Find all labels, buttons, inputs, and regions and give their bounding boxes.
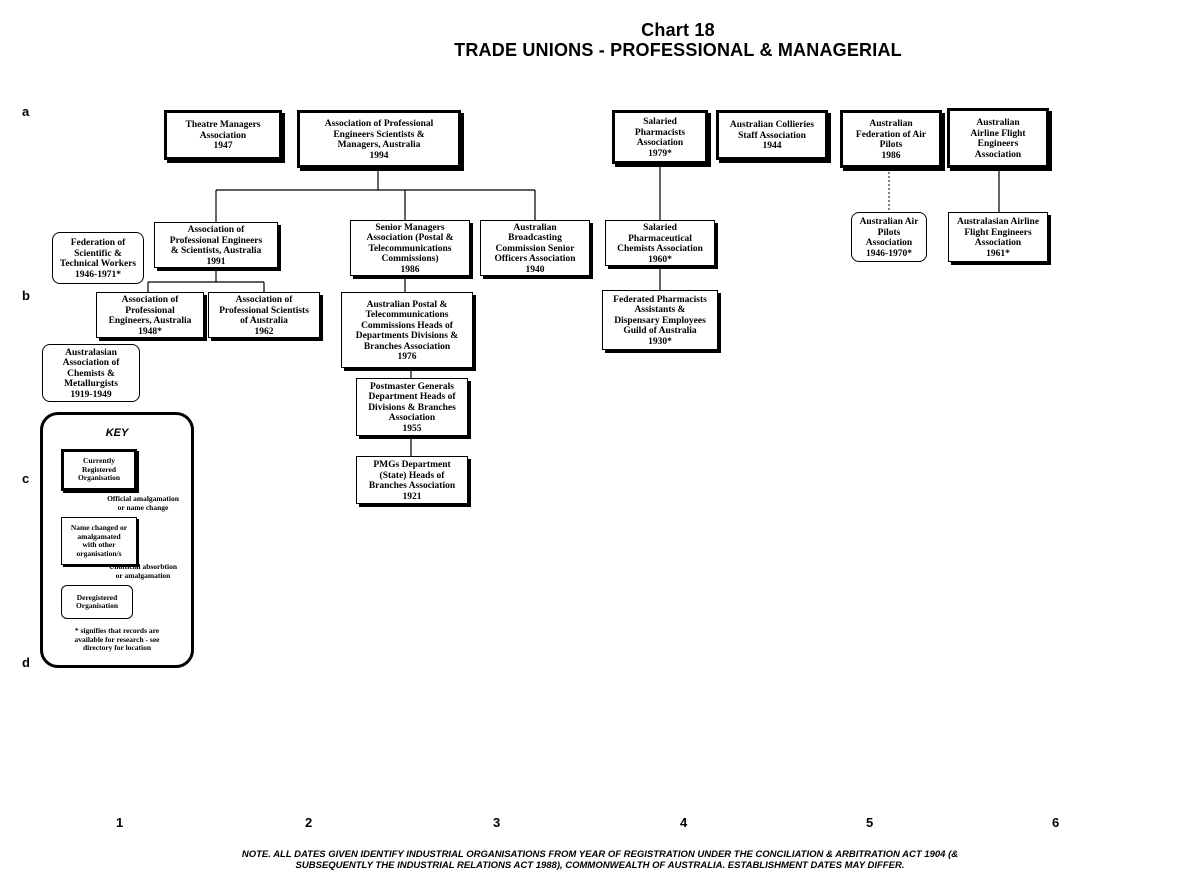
- org-year: 1986: [400, 264, 420, 275]
- org-salaried-pharm-chemists: Salaried Pharmaceutical Chemists Associa…: [605, 220, 715, 266]
- org-ape-australia: Association of Professional Engineers, A…: [96, 292, 204, 338]
- org-year: 1930*: [648, 336, 672, 347]
- org-name: Australian Federation of Air Pilots: [855, 119, 927, 150]
- org-name: Australian Broadcasting Commission Senio…: [494, 222, 576, 265]
- org-apes-australia: Association of Professional Engineers & …: [154, 222, 278, 268]
- org-name: Federated Pharmacists Assistants & Dispe…: [613, 294, 707, 337]
- org-name: Senior Managers Association (Postal & Te…: [366, 222, 454, 265]
- org-australian-collieries: Australian Collieries Staff Association …: [716, 110, 828, 160]
- org-apesma: Association of Professional Engineers Sc…: [297, 110, 461, 168]
- org-aust-air-pilots: Australian Air Pilots Association 1946-1…: [851, 212, 927, 262]
- org-year: 1946-1970*: [866, 248, 912, 259]
- column-label-5: 5: [866, 815, 874, 830]
- org-year: 1940: [525, 264, 545, 275]
- org-federated-pharmacists-assistants: Federated Pharmacists Assistants & Dispe…: [602, 290, 718, 350]
- page-title: TRADE UNIONS - PROFESSIONAL & MANAGERIAL: [454, 40, 902, 60]
- org-year: 1921: [402, 491, 422, 502]
- org-year: 1962: [254, 326, 274, 337]
- row-label-b: b: [22, 288, 30, 303]
- org-pmg-state-heads: PMGs Department (State) Heads of Branche…: [356, 456, 468, 504]
- org-name: Australian Postal & Telecommunications C…: [355, 299, 459, 352]
- org-aps-australia: Association of Professional Scientists o…: [208, 292, 320, 338]
- key-note: * signifies that records are available f…: [74, 626, 160, 652]
- org-name: Australian Collieries Staff Association: [729, 120, 815, 141]
- org-year: 1991: [206, 256, 226, 267]
- org-year: 1986: [881, 150, 901, 161]
- footnote-line: NOTE. ALL DATES GIVEN IDENTIFY INDUSTRIA…: [241, 849, 959, 860]
- org-name: Australian Air Pilots Association: [859, 217, 919, 248]
- org-year: 1961*: [986, 248, 1010, 259]
- org-name: Theatre Managers Association: [185, 120, 261, 141]
- org-abc-senior-officers: Australian Broadcasting Commission Senio…: [480, 220, 590, 276]
- org-senior-managers: Senior Managers Association (Postal & Te…: [350, 220, 470, 276]
- org-name: Postmaster Generals Department Heads of …: [368, 381, 456, 424]
- org-year: 1994: [369, 150, 389, 161]
- org-name: Salaried Pharmacists Association: [634, 117, 686, 148]
- key-current-org: Currently Registered Organisation: [61, 449, 137, 491]
- row-label-a: a: [22, 104, 30, 119]
- org-name: Association of Professional Engineers, A…: [108, 295, 192, 326]
- org-aust-federation-air-pilots: Australian Federation of Air Pilots 1986: [840, 110, 942, 168]
- column-label-3: 3: [493, 815, 501, 830]
- org-name: Australian Airline Flight Engineers Asso…: [970, 118, 1026, 160]
- org-postal-telecom-heads: Australian Postal & Telecommunications C…: [341, 292, 473, 368]
- org-name: Australasian Association of Chemists & M…: [62, 347, 120, 390]
- org-pmg-heads: Postmaster Generals Department Heads of …: [356, 378, 468, 436]
- org-name: PMGs Department (State) Heads of Branche…: [368, 460, 456, 491]
- org-year: 1947: [213, 141, 233, 152]
- org-name: Association of Professional Engineers & …: [169, 225, 263, 256]
- column-label-1: 1: [116, 815, 124, 830]
- org-year: 1946-1971*: [75, 269, 121, 280]
- org-australasian-airline-flight-eng: Australasian Airline Flight Engineers As…: [948, 212, 1048, 262]
- legend-key: KEY Currently Registered Organisation Of…: [40, 412, 194, 668]
- org-year: 1948*: [138, 326, 162, 337]
- key-deregistered-org: Deregistered Organisation: [61, 585, 133, 619]
- column-label-4: 4: [680, 815, 688, 830]
- footnote: NOTE. ALL DATES GIVEN IDENTIFY INDUSTRIA…: [0, 849, 1200, 871]
- row-label-c: c: [22, 471, 30, 486]
- chart-number: Chart 18: [641, 20, 715, 40]
- column-label-6: 6: [1052, 815, 1060, 830]
- org-name: Association of Professional Engineers Sc…: [324, 119, 434, 150]
- org-name: Australasian Airline Flight Engineers As…: [956, 217, 1040, 248]
- org-year: 1960*: [648, 254, 672, 265]
- key-unofficial-label: Unofficial absorbtion or amalgamation: [108, 562, 178, 580]
- org-aust-airline-flight-engineers: Australian Airline Flight Engineers Asso…: [947, 108, 1049, 168]
- org-name: Association of Professional Scientists o…: [219, 295, 309, 326]
- org-salaried-pharmacists: Salaried Pharmacists Association 1979*: [612, 110, 708, 164]
- key-name-changed-org: Name changed or amalgamated with other o…: [61, 517, 137, 565]
- org-year: 1919-1949: [70, 389, 112, 400]
- org-theatre-managers: Theatre Managers Association 1947: [164, 110, 282, 160]
- org-name: Salaried Pharmaceutical Chemists Associa…: [617, 223, 703, 254]
- org-year: 1944: [762, 141, 782, 152]
- org-australasian-chemists: Australasian Association of Chemists & M…: [42, 344, 140, 402]
- key-title: KEY: [105, 427, 129, 439]
- org-federation-scientific-technical: Federation of Scientific & Technical Wor…: [52, 232, 144, 284]
- footnote-line: SUBSEQUENTLY THE INDUSTRIAL RELATIONS AC…: [295, 860, 905, 871]
- org-year: 1976: [397, 352, 417, 362]
- key-official-label: Official amalgamation or name change: [107, 494, 179, 512]
- org-year: 1955: [402, 423, 422, 434]
- org-name: Federation of Scientific & Technical Wor…: [59, 238, 137, 269]
- row-label-d: d: [22, 655, 30, 670]
- org-year: 1979*: [648, 148, 672, 159]
- column-label-2: 2: [305, 815, 313, 830]
